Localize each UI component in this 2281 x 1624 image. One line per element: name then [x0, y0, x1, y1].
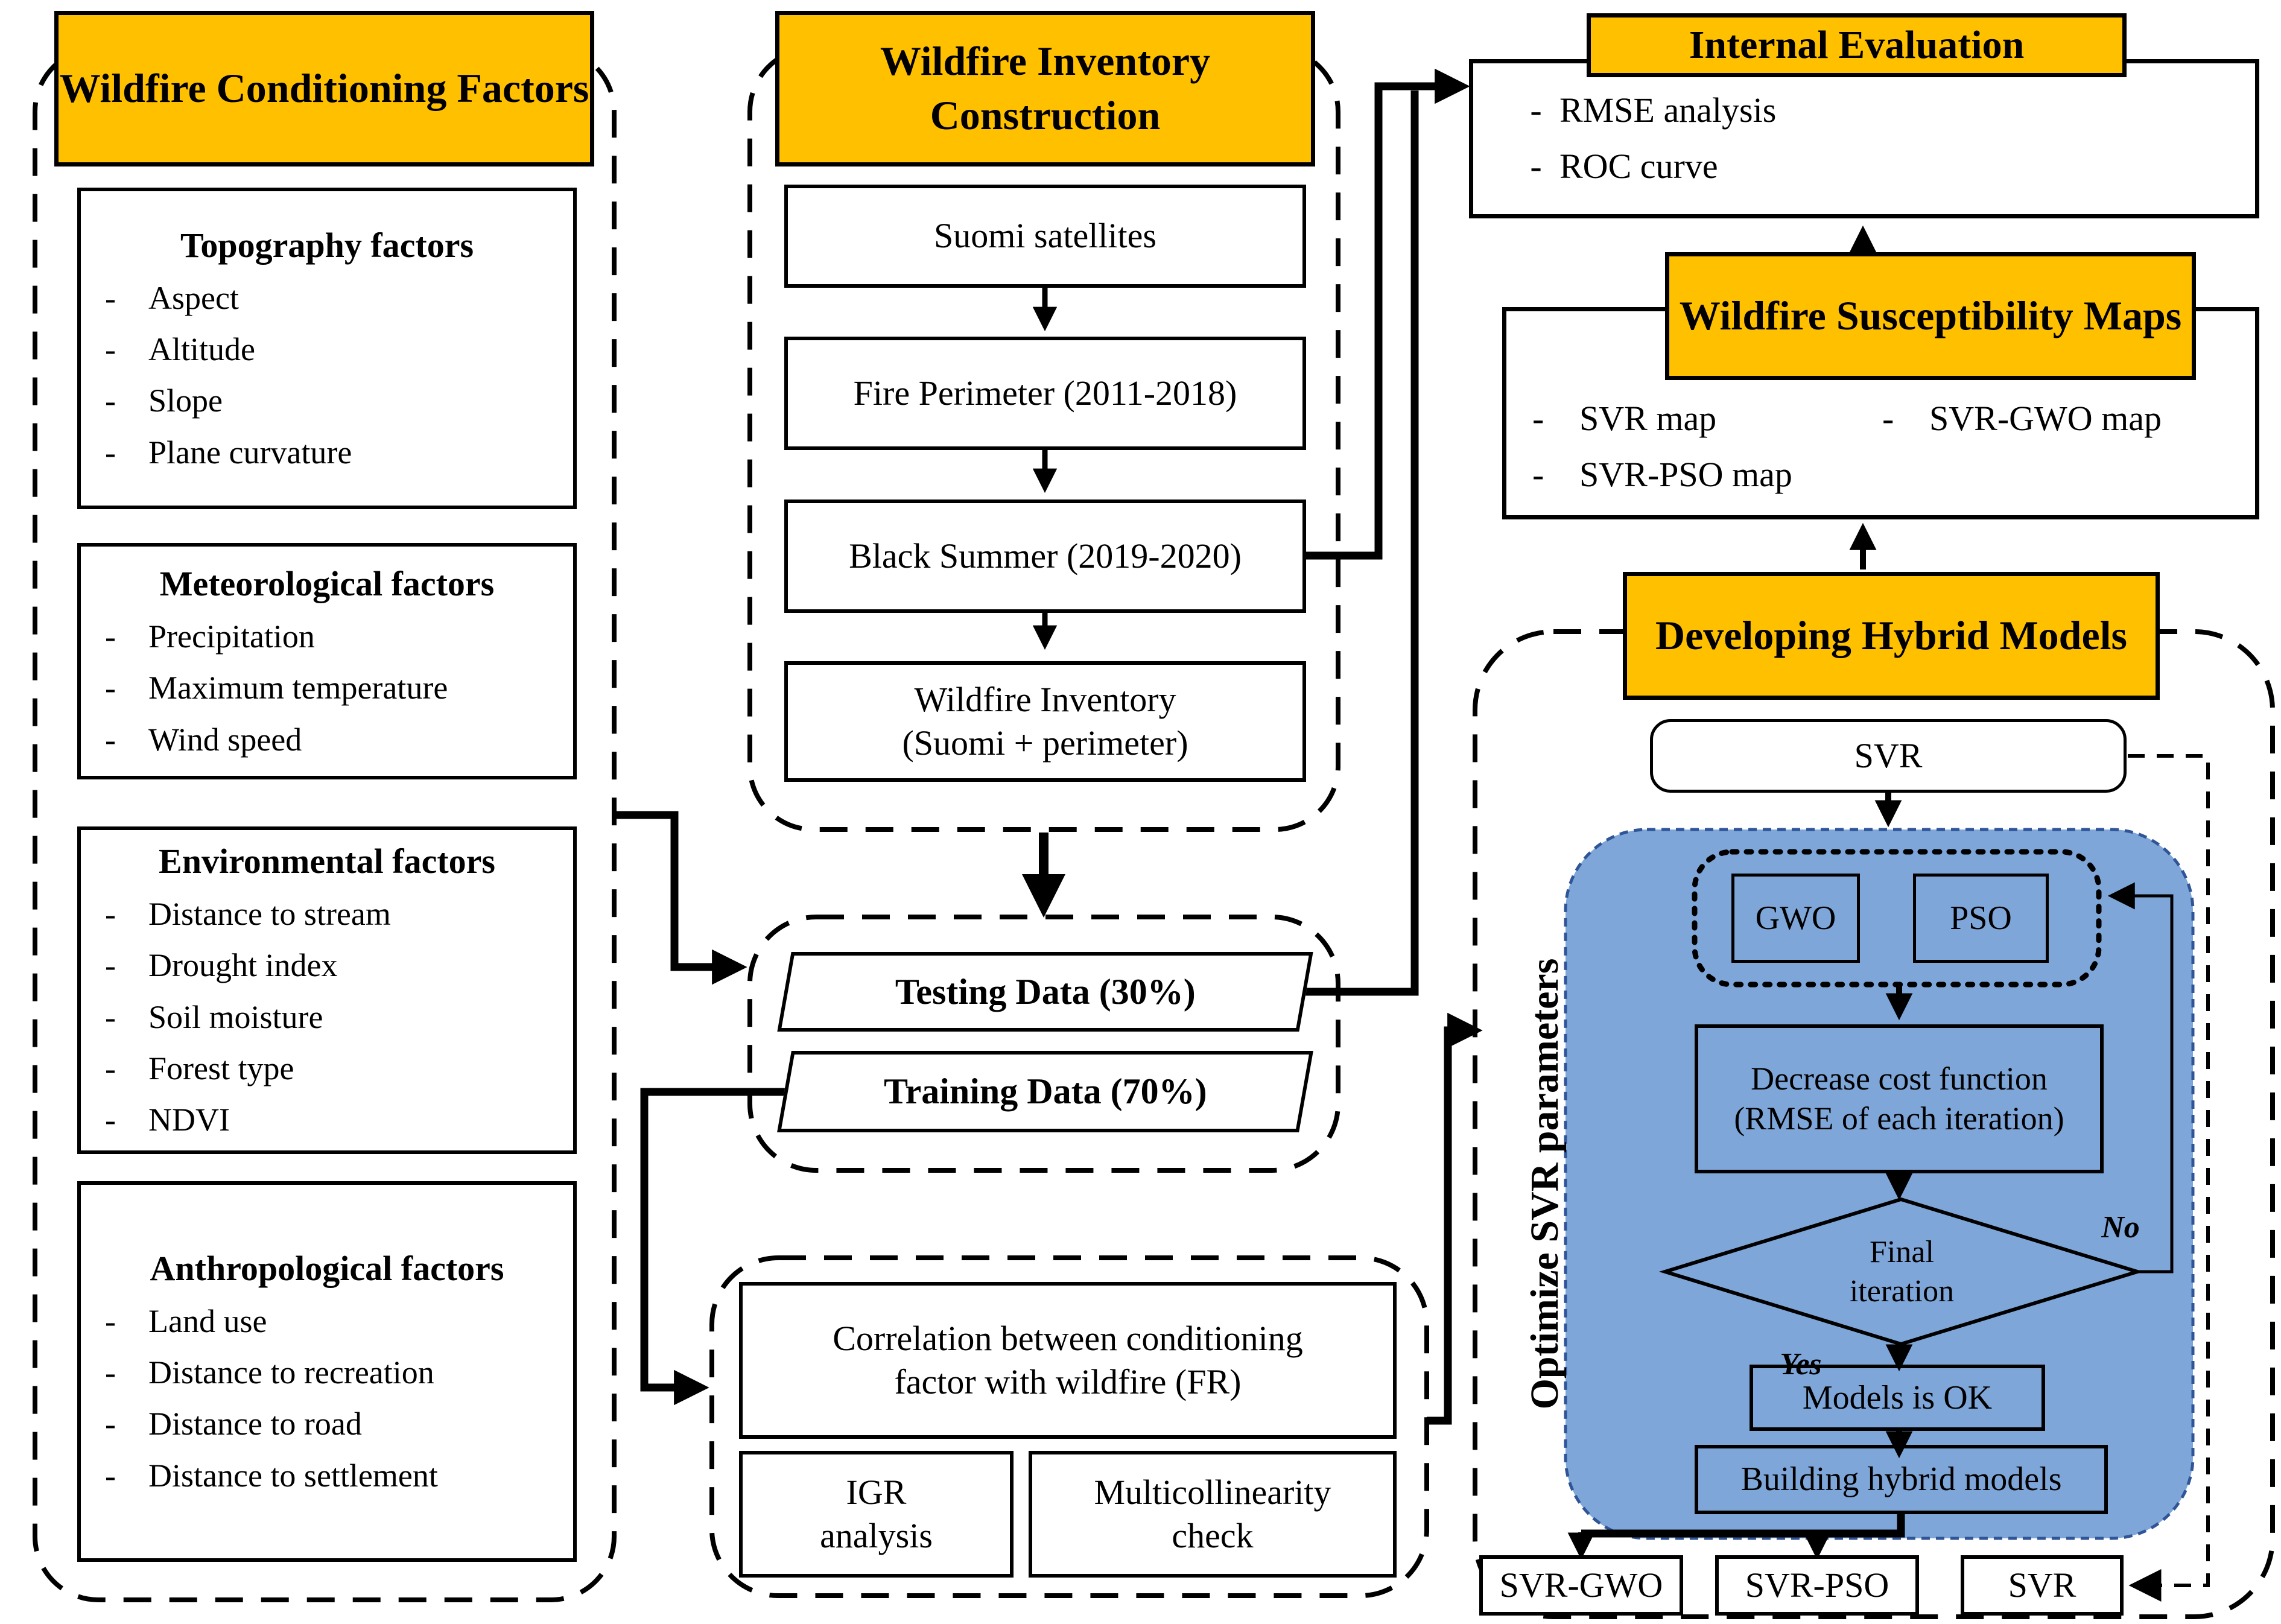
- list-item: -NDVI: [81, 1094, 573, 1146]
- dash-bullet-icon: -: [105, 1457, 116, 1494]
- optimize-svr-parameters-label: Optimize SVR parameters: [1523, 958, 1567, 1410]
- list-item: -Forest type: [81, 1043, 573, 1094]
- yes-label: Yes: [1780, 1347, 1822, 1381]
- testing-data-parallelogram: Testing Data (30%): [777, 952, 1313, 1032]
- suomi-satellites-box: Suomi satellites: [784, 185, 1306, 288]
- environmental-title: Environmental factors: [159, 842, 495, 881]
- dash-bullet-icon: -: [1530, 90, 1542, 130]
- line-building-branch: [1581, 1514, 1905, 1538]
- svr-output-box: SVR: [1961, 1555, 2124, 1616]
- no-label: No: [2101, 1210, 2140, 1245]
- dash-bullet-icon: -: [1532, 454, 1544, 494]
- list-item: -Plane curvature: [81, 427, 573, 478]
- dash-bullet-icon: -: [105, 331, 116, 368]
- wildfire-inventory-box: Wildfire Inventory (Suomi + perimeter): [784, 661, 1306, 782]
- line-testing-to-evaluation: [1305, 90, 1419, 996]
- dash-bullet-icon: -: [105, 1406, 116, 1442]
- conditioning-container: [33, 46, 617, 1602]
- arrow-training-to-correlation: [640, 1088, 787, 1406]
- list-item: -Distance to road: [81, 1398, 573, 1450]
- dash-bullet-icon: -: [105, 896, 116, 933]
- igr-analysis-box: IGR analysis: [739, 1451, 1014, 1578]
- dash-bullet-icon: -: [105, 434, 116, 471]
- fire-perimeter-box: Fire Perimeter (2011-2018): [784, 337, 1306, 450]
- arrow-no-feedback: [2107, 882, 2174, 1274]
- environmental-box: Environmental factors -Distance to strea…: [77, 826, 577, 1154]
- meteorological-title: Meteorological factors: [159, 564, 495, 604]
- list-item: -SVR map: [1532, 391, 1792, 447]
- svr-gwo-output-box: SVR-GWO: [1479, 1555, 1683, 1616]
- svr-input-box: SVR: [1650, 719, 2127, 793]
- list-item: -RMSE analysis: [1512, 83, 1776, 139]
- dash-bullet-icon: -: [105, 618, 116, 655]
- list-item: -Distance to recreation: [81, 1347, 573, 1398]
- maps-left-list: -SVR map -SVR-PSO map: [1532, 391, 1792, 503]
- decrease-cost-box: Decrease cost function (RMSE of each ite…: [1695, 1024, 2104, 1173]
- dash-bullet-icon: -: [105, 1354, 116, 1391]
- internal-evaluation-body: -RMSE analysis -ROC curve: [1469, 59, 2259, 218]
- list-item: -Land use: [81, 1296, 573, 1347]
- list-item: -Distance to settlement: [81, 1450, 573, 1502]
- dash-bullet-icon: -: [105, 1050, 116, 1087]
- list-item: -SVR-GWO map: [1882, 391, 2162, 447]
- maps-right-list: -SVR-GWO map: [1882, 391, 2162, 447]
- dash-bullet-icon: -: [1530, 147, 1542, 186]
- building-hybrid-models-box: Building hybrid models: [1695, 1445, 2108, 1514]
- pso-box: PSO: [1913, 874, 2049, 963]
- gwo-box: GWO: [1731, 874, 1860, 963]
- arrow-conditioning-to-datasplit: [615, 811, 747, 985]
- list-item: -Wind speed: [81, 714, 573, 766]
- multicollinearity-box: Multicollinearity check: [1029, 1451, 1397, 1578]
- data-split-container: [747, 915, 1340, 1173]
- list-item: -SVR-PSO map: [1532, 447, 1792, 503]
- topography-title: Topography factors: [180, 225, 474, 265]
- final-iteration-label: Final iteration: [1849, 1235, 1955, 1308]
- list-item: -Altitude: [81, 324, 573, 375]
- list-item: -ROC curve: [1512, 139, 1718, 195]
- inventory-header-label: Wildfire Inventory Construction: [880, 38, 1211, 138]
- dash-bullet-icon: -: [105, 947, 116, 984]
- inventory-header: Wildfire Inventory Construction: [775, 11, 1315, 167]
- list-item: -Distance to stream: [81, 889, 573, 940]
- svr-pso-output-box: SVR-PSO: [1715, 1555, 1919, 1616]
- meteorological-box: Meteorological factors -Precipitation -M…: [77, 543, 577, 779]
- dash-bullet-icon: -: [105, 382, 116, 419]
- list-item: -Soil moisture: [81, 992, 573, 1043]
- dash-bullet-icon: -: [1532, 399, 1544, 438]
- correlation-container: [709, 1255, 1429, 1598]
- anthropological-box: Anthropological factors -Land use -Dista…: [77, 1181, 577, 1562]
- hybrid-models-header: Developing Hybrid Models: [1623, 572, 2160, 700]
- dash-bullet-icon: -: [105, 1102, 116, 1138]
- list-item: -Aspect: [81, 273, 573, 324]
- correlation-box: Correlation between conditioning factor …: [739, 1282, 1397, 1439]
- list-item: -Drought index: [81, 940, 573, 991]
- dash-bullet-icon: -: [105, 670, 116, 706]
- list-item: -Slope: [81, 375, 573, 427]
- internal-evaluation-header: Internal Evaluation: [1587, 13, 2127, 77]
- dash-bullet-icon: -: [105, 721, 116, 758]
- conditioning-header-label: Wildfire Conditioning Factors: [59, 65, 589, 112]
- dash-bullet-icon: -: [105, 998, 116, 1035]
- list-item: -Precipitation: [81, 611, 573, 662]
- optimize-panel: [1564, 828, 2195, 1540]
- black-summer-box: Black Summer (2019-2020): [784, 500, 1306, 613]
- anthropological-title: Anthropological factors: [150, 1248, 504, 1288]
- list-item: -Maximum temperature: [81, 662, 573, 714]
- arrow-correlation-to-hybrid: [1427, 1012, 1483, 1425]
- topography-box: Topography factors -Aspect -Altitude -Sl…: [77, 188, 577, 509]
- dash-bullet-icon: -: [105, 279, 116, 316]
- arrow-blacksummer-to-evaluation: [1305, 68, 1470, 560]
- training-data-parallelogram: Training Data (70%): [777, 1051, 1313, 1132]
- dash-bullet-icon: -: [1882, 399, 1894, 438]
- susceptibility-maps-header: Wildfire Susceptibility Maps: [1665, 252, 2196, 380]
- dash-bullet-icon: -: [105, 1302, 116, 1339]
- hybrid-container: [1473, 629, 2275, 1619]
- conditioning-header: Wildfire Conditioning Factors: [54, 11, 594, 167]
- arrow-svr-bypass: [2128, 754, 2210, 1602]
